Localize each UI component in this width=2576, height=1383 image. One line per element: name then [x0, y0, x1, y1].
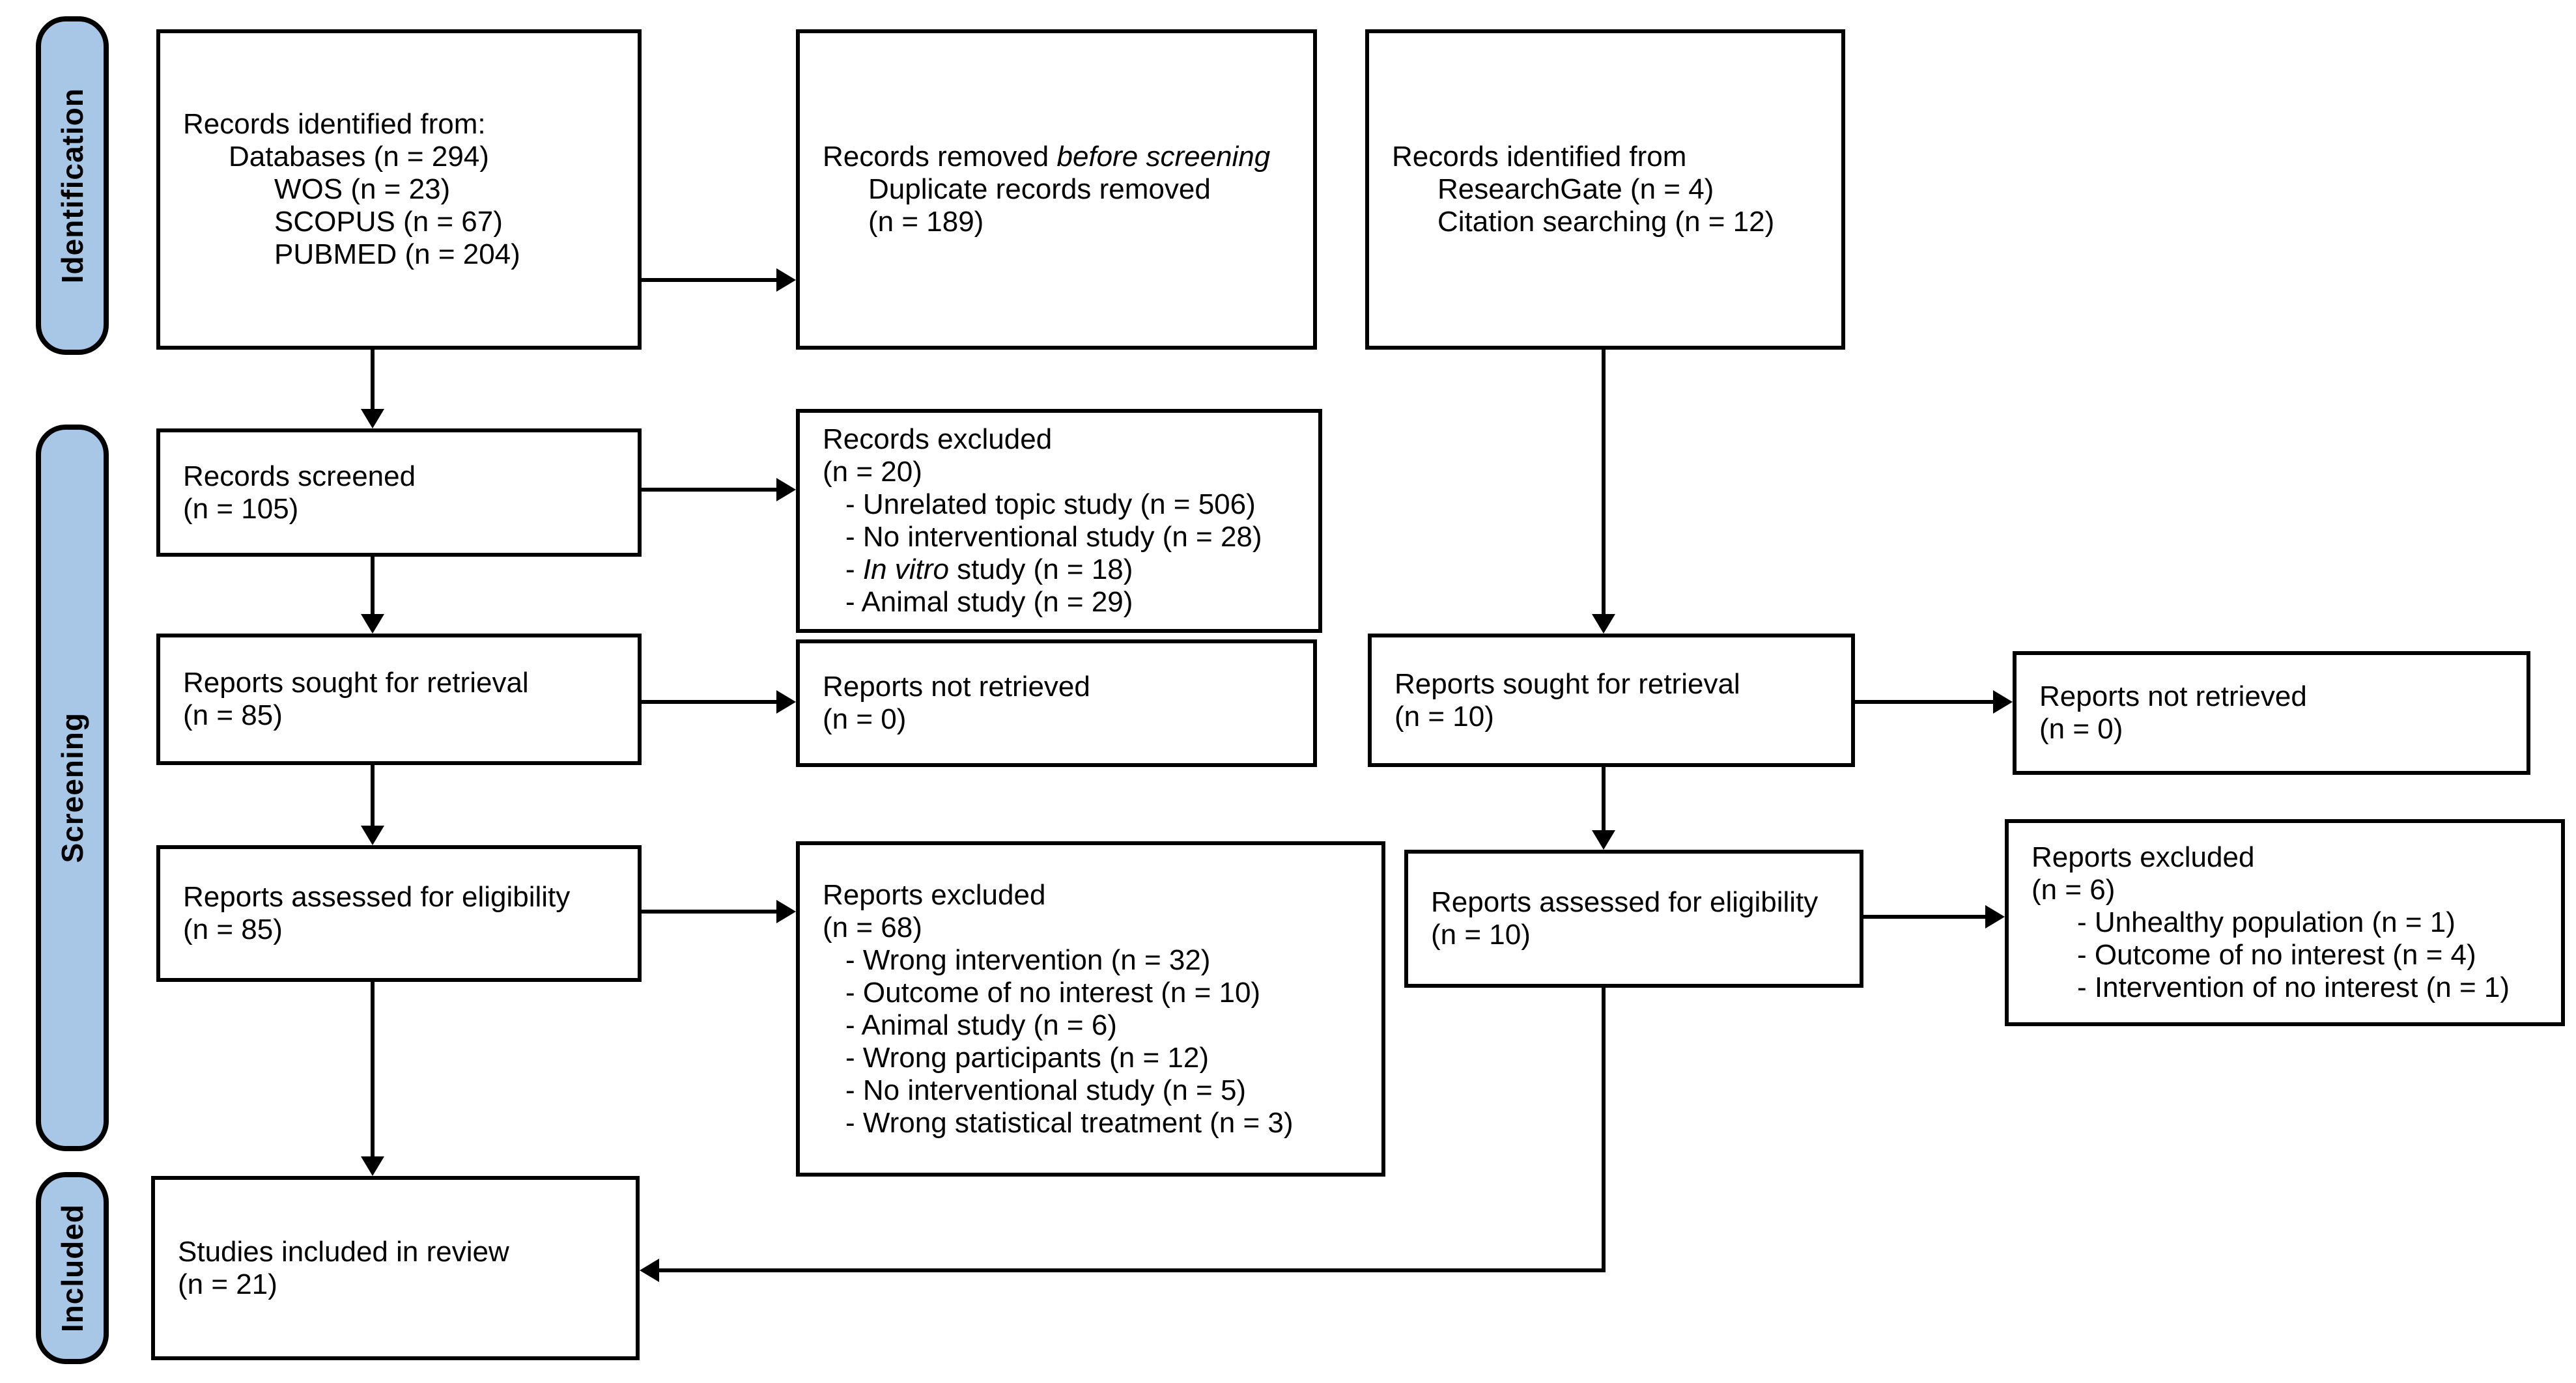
- box-text-line: Reports excluded: [2031, 841, 2255, 873]
- box-records-excluded: Records excluded(n = 20)- Unrelated topi…: [796, 409, 1322, 633]
- stage-label-included: Included: [36, 1172, 109, 1364]
- arrow-screened-to-sought: [371, 557, 375, 617]
- box-text-line: (n = 189): [868, 206, 984, 238]
- box-text-line: Citation searching (n = 12): [1437, 206, 1775, 238]
- box-reports-not-retrieved-other: Reports not retrieved(n = 0): [2013, 651, 2530, 775]
- box-text-line: Databases (n = 294): [229, 141, 489, 173]
- box-records-screened: Records screened(n = 105): [156, 428, 642, 557]
- box-text-line: (n = 21): [178, 1268, 277, 1300]
- arrow-screened-to-excluded: [642, 488, 779, 492]
- arrow-assessed-other-to-included-vertical: [1602, 988, 1606, 1272]
- box-text-line: Records removed before screening: [823, 141, 1271, 173]
- arrow-screened-to-sought-head: [361, 614, 384, 634]
- box-text-line: Records identified from:: [183, 108, 486, 140]
- box-text-line: ResearchGate (n = 4): [1437, 173, 1714, 205]
- box-text-line: - Outcome of no interest (n = 4): [2077, 939, 2476, 971]
- box-text-line: Reports assessed for eligibility: [1431, 886, 1819, 918]
- box-reports-sought-retrieval-other: Reports sought for retrieval(n = 10): [1368, 634, 1855, 767]
- arrow-identified-to-removed: [642, 278, 779, 282]
- arrow-sought-to-not-retrieved: [642, 700, 779, 704]
- box-text-line: Reports excluded: [823, 878, 1046, 911]
- box-text-line: Reports assessed for eligibility: [183, 881, 571, 913]
- arrow-assessed-to-included-head: [361, 1156, 384, 1176]
- arrow-assessed-to-reports-excluded: [642, 910, 779, 914]
- box-text-line: Records identified from: [1392, 141, 1687, 173]
- box-text-line: - Animal study (n = 29): [845, 586, 1133, 618]
- box-text-line: (n = 20): [823, 456, 922, 488]
- box-text-line: - Unhealthy population (n = 1): [2077, 906, 2456, 938]
- box-text-line: Reports sought for retrieval: [183, 667, 529, 699]
- arrow-assessed-other-to-excluded-head: [1985, 905, 2005, 929]
- arrow-identified-to-removed-head: [776, 268, 796, 292]
- box-reports-not-retrieved-databases: Reports not retrieved(n = 0): [796, 639, 1317, 767]
- box-studies-included-in-review: Studies included in review(n = 21): [151, 1176, 640, 1360]
- box-reports-sought-retrieval-databases: Reports sought for retrieval(n = 85): [156, 634, 642, 765]
- arrow-sought-other-to-not-retrieved-head: [1993, 690, 2013, 714]
- box-text-line: (n = 10): [1431, 919, 1531, 951]
- stage-label-identification: Identification: [36, 16, 109, 355]
- box-text-line: Reports not retrieved: [2039, 680, 2307, 712]
- box-text-line: - Wrong intervention (n = 32): [845, 943, 1211, 976]
- box-text-line: - Animal study (n = 6): [845, 1009, 1117, 1041]
- stage-label-text: Identification: [55, 87, 89, 284]
- box-text-line: Reports not retrieved: [823, 671, 1090, 703]
- arrow-sought-other-to-assessed: [1602, 767, 1606, 833]
- box-text-line: (n = 85): [183, 914, 283, 945]
- arrow-assessed-other-to-included-horizontal: [659, 1268, 1606, 1272]
- box-text-line: (n = 68): [823, 911, 922, 943]
- box-text-line: - Intervention of no interest (n = 1): [2077, 971, 2510, 1003]
- box-text-line: (n = 0): [2039, 713, 2123, 745]
- box-reports-assessed-eligibility-other: Reports assessed for eligibility(n = 10): [1404, 850, 1863, 988]
- box-text-line: Duplicate records removed: [868, 173, 1211, 205]
- arrow-assessed-to-included: [371, 982, 375, 1159]
- box-text-line: (n = 85): [183, 699, 283, 731]
- arrow-assessed-other-to-included-head: [640, 1259, 659, 1282]
- box-text-line: (n = 6): [2031, 874, 2116, 906]
- box-text-line: WOS (n = 23): [274, 173, 451, 205]
- box-text-line: - No interventional study (n = 5): [845, 1074, 1247, 1106]
- box-text-line: - Wrong statistical treatment (n = 3): [845, 1106, 1294, 1139]
- box-text-line: (n = 0): [823, 703, 907, 735]
- box-text-line: - Unrelated topic study (n = 506): [845, 488, 1256, 520]
- arrow-assessed-to-reports-excluded-head: [776, 900, 796, 923]
- arrow-identified-other-to-sought-head: [1592, 614, 1615, 634]
- arrow-sought-other-to-not-retrieved: [1855, 700, 1996, 704]
- box-text-line: - Outcome of no interest (n = 10): [845, 976, 1261, 1009]
- arrow-screened-to-excluded-head: [776, 478, 796, 501]
- box-text-line: - No interventional study (n = 28): [845, 521, 1262, 553]
- arrow-sought-other-to-assessed-head: [1592, 830, 1615, 850]
- box-records-identified-databases: Records identified from:Databases (n = 2…: [156, 29, 642, 350]
- box-text-line: Reports sought for retrieval: [1394, 667, 1740, 700]
- box-text-line: Records excluded: [823, 423, 1053, 455]
- arrow-identified-other-to-sought: [1602, 350, 1606, 617]
- box-text-line: - Wrong participants (n = 12): [845, 1041, 1209, 1074]
- box-text-line: (n = 10): [1394, 700, 1494, 733]
- stage-label-text: Included: [55, 1203, 89, 1333]
- box-reports-assessed-eligibility-databases: Reports assessed for eligibility(n = 85): [156, 845, 642, 982]
- box-text-line: - In vitro study (n = 18): [845, 553, 1133, 585]
- box-text-line: PUBMED (n = 204): [274, 238, 520, 270]
- box-text-line: Studies included in review: [178, 1235, 509, 1268]
- box-reports-excluded-databases: Reports excluded(n = 68)- Wrong interven…: [796, 841, 1385, 1177]
- arrow-sought-to-assessed: [371, 765, 375, 828]
- arrow-sought-to-assessed-head: [361, 826, 384, 845]
- arrow-identified-to-screened: [371, 350, 375, 412]
- box-text-line: (n = 105): [183, 492, 299, 525]
- box-text-line: SCOPUS (n = 67): [274, 206, 503, 238]
- box-text-line: Records screened: [183, 460, 416, 492]
- box-reports-excluded-other: Reports excluded(n = 6)- Unhealthy popul…: [2005, 819, 2565, 1026]
- stage-label-screening: Screening: [36, 425, 109, 1151]
- stage-label-text: Screening: [55, 712, 89, 863]
- arrow-assessed-other-to-excluded: [1863, 915, 1988, 919]
- arrow-identified-to-screened-head: [361, 409, 384, 428]
- arrow-sought-to-not-retrieved-head: [776, 690, 796, 714]
